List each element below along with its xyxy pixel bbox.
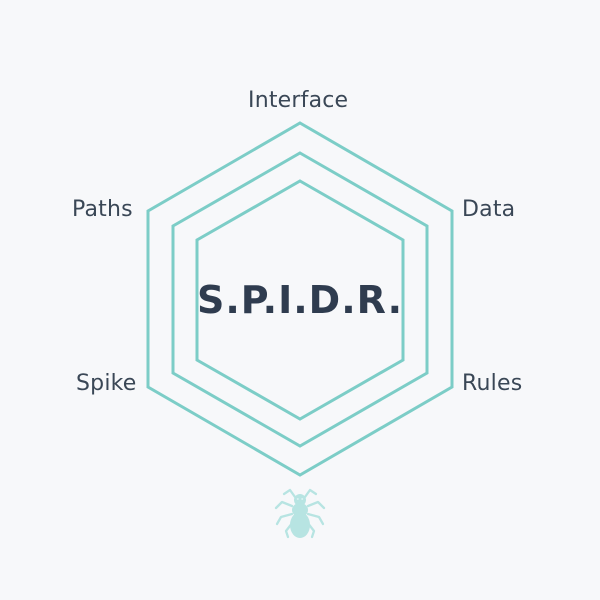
diagram-title: S.P.I.D.R. <box>196 278 404 322</box>
outer-hexagon <box>146 121 454 477</box>
middle-hexagon <box>171 151 429 448</box>
inner-hexagon <box>195 179 405 421</box>
label-interface: Interface <box>248 88 349 113</box>
spider-icon <box>274 488 326 539</box>
label-data: Data <box>462 197 516 222</box>
label-spike: Spike <box>76 371 137 396</box>
label-rules: Rules <box>462 371 523 396</box>
label-paths: Paths <box>72 197 133 222</box>
